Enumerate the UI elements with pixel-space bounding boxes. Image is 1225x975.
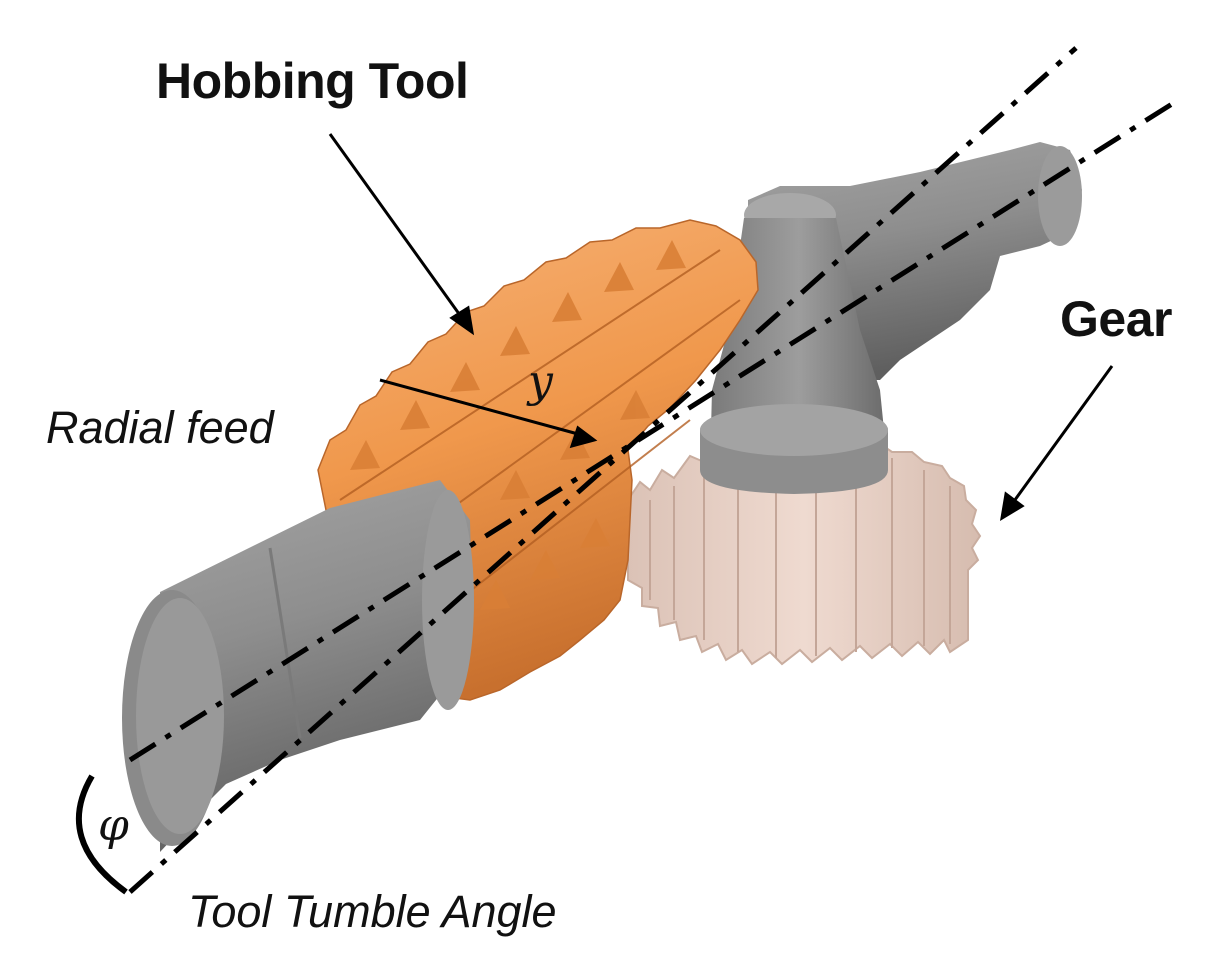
radial-feed-arrowhead [569,425,598,449]
tool-shaft [122,480,474,852]
y-symbol-label: y [528,356,553,407]
hob-teeth [350,240,686,650]
shaft-body [160,480,472,852]
hobbing-tool-arrow [328,133,464,319]
tumble-angle-arc [76,774,128,895]
shaft-collar [422,490,474,710]
gear-spindle [700,142,1082,494]
gear-label: Gear [1060,291,1172,347]
shaft-step [268,547,302,739]
radial-feed-arrow [379,378,579,436]
hobbing-tool-label: Hobbing Tool [156,53,469,109]
tool-axis-line [128,101,1174,763]
gear-teeth-lines [649,450,951,658]
gear-arrow [1010,365,1114,505]
hobbing-tool-arrowhead [449,305,475,336]
radial-feed-label: Radial feed [46,402,274,453]
gear [627,434,982,666]
hub-flange-top [700,404,888,456]
tool-tumble-angle-label: Tool Tumble Angle [188,886,557,937]
axis-lines [128,46,1174,894]
arrows [328,133,1114,521]
phi-symbol-label: φ [98,800,129,851]
gear-arrowhead [999,491,1025,521]
spindle-end [1038,146,1082,246]
shaft-end-rim [136,598,224,834]
